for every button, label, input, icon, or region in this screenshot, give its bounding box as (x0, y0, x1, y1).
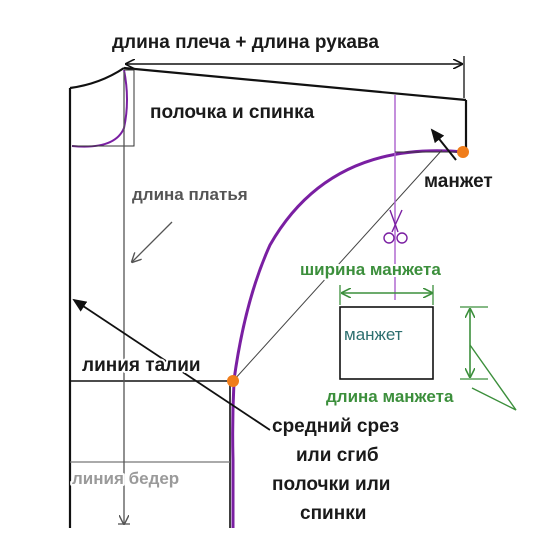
label-middle-cut-3: полочки или (272, 474, 391, 495)
pattern-outline (68, 66, 468, 528)
dress-length-pointer (132, 221, 173, 262)
label-dress-length: длина платья (132, 185, 248, 204)
lower-side-seam (231, 381, 236, 528)
waist-point-marker (227, 375, 239, 387)
scissors-icon (383, 209, 408, 244)
label-cuff-box: манжет (344, 325, 403, 344)
label-cuff-top: манжет (424, 171, 493, 192)
cuff-length-pointer (469, 344, 517, 411)
label-hip-line: линия бедер (72, 469, 179, 488)
label-cuff-width: ширина манжета (300, 260, 441, 279)
cuff-point-marker (457, 146, 469, 158)
label-cuff-length: длина манжета (326, 387, 454, 406)
middle-cut-pointer (72, 298, 271, 431)
label-waist-line: линия талии (82, 355, 201, 376)
cuff-box (339, 306, 434, 380)
cuff-pointer-arrow (430, 128, 457, 161)
label-middle-cut-4: спинки (300, 503, 366, 524)
chord-line (233, 149, 443, 381)
label-middle-cut-1: средний срез (272, 416, 399, 437)
label-front-and-back: полочка и спинка (150, 102, 315, 123)
label-middle-cut-2: или сгиб (296, 445, 379, 466)
label-shoulder-sleeve-length: длина плеча + длина рукава (112, 32, 379, 53)
side-seam-curve (232, 149, 465, 381)
neckline-guide (72, 69, 135, 147)
